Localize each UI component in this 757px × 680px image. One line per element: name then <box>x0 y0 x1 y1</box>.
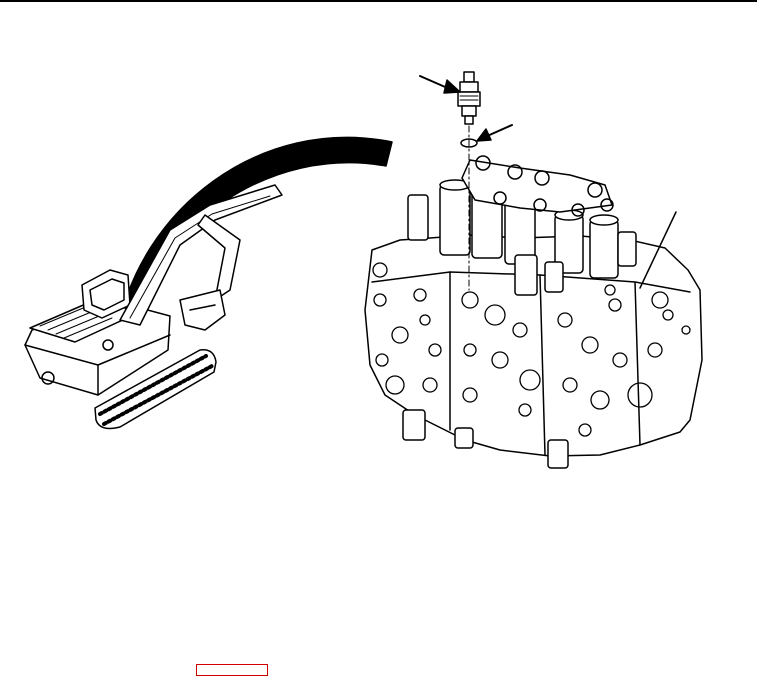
reference-link-box[interactable] <box>196 664 268 676</box>
o-ring <box>460 138 478 148</box>
locator-arrow <box>117 136 393 331</box>
excavator-arm <box>197 214 241 301</box>
part-arrows <box>419 75 513 142</box>
valve-ports <box>372 262 691 437</box>
relief-valve <box>457 71 481 125</box>
excavator-bucket <box>179 289 226 331</box>
excavator-track <box>94 349 217 430</box>
top-rule <box>0 0 757 2</box>
excavator-boom <box>119 184 283 326</box>
control-valve-assembly <box>364 155 703 469</box>
valve-leader-line <box>639 211 677 289</box>
excavator-illustration <box>24 184 283 430</box>
